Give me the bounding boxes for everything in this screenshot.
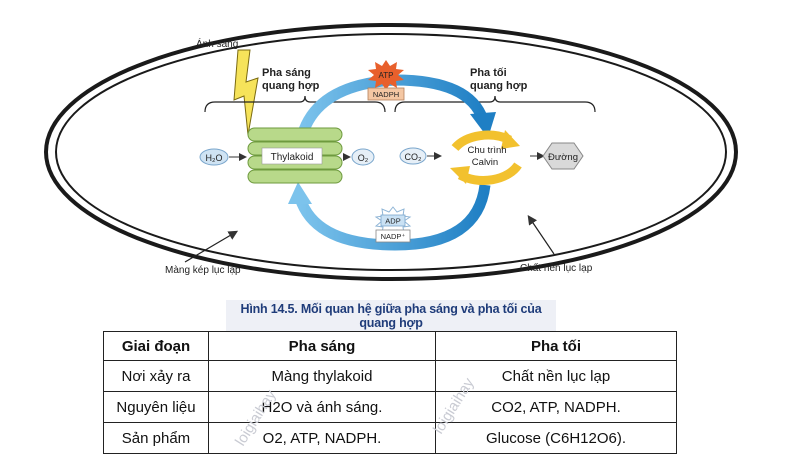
table-header: Pha tối [435, 331, 677, 361]
h2o-bubble [199, 148, 229, 166]
table-cell: Chất nền lục lạp [435, 360, 677, 392]
o2-bubble [351, 148, 375, 166]
table-cell: Glucose (C6H12O6). [435, 422, 677, 454]
table-row: Nguyên liệu H2O và ánh sáng. CO2, ATP, N… [103, 391, 677, 423]
membrane-label: Màng kép lục lạp [165, 265, 241, 276]
calvin-cycle [450, 130, 522, 185]
stroma-pointer [527, 215, 555, 255]
nadp-box [375, 229, 411, 243]
adp-label: ADP [385, 217, 400, 226]
h2o-label: H₂O [206, 153, 223, 163]
nadph-label: NADPH [373, 90, 399, 99]
table-cell: Sản phẩm [103, 422, 209, 454]
light-phase-title-1: Pha sáng [262, 67, 311, 79]
sugar-label: Đường [548, 152, 578, 163]
stroma-label: Chất nền lục lạp [520, 262, 593, 274]
thylakoid-label-box [261, 147, 323, 165]
dark-phase-title-2: quang hợp [470, 80, 528, 92]
calvin-label-2: Calvin [472, 157, 498, 168]
chloroplast-outer-membrane [44, 23, 738, 281]
chloroplast-inner-membrane [55, 33, 727, 271]
table-cell: Màng thylakoid [208, 360, 436, 392]
adp-return-arrow [294, 184, 491, 251]
table-header: Pha sáng [208, 331, 436, 361]
table-cell: Nơi xảy ra [103, 360, 209, 392]
table-header: Giai đoạn [103, 331, 209, 361]
o2-label: O₂ [358, 153, 369, 163]
atp-star-icon [368, 60, 404, 90]
light-phase-bracket [204, 95, 386, 113]
table-cell: H2O và ánh sáng. [208, 391, 436, 423]
calvin-label-1: Chu trình [467, 145, 506, 156]
light-phase-title-2: quang hợp [262, 80, 320, 92]
figure-caption: Hình 14.5. Mối quan hệ giữa pha sáng và … [226, 300, 556, 332]
photosynthesis-diagram: Ánh sáng Pha sáng quang hợp Pha tối quan… [44, 23, 738, 281]
comparison-table: Giai đoạn Pha sáng Pha tối Nơi xảy ra Mà… [103, 331, 677, 454]
sunlight-label: Ánh sáng [196, 37, 238, 50]
nadph-box [367, 87, 405, 101]
co2-label: CO₂ [405, 152, 423, 162]
dark-phase-bracket [394, 95, 596, 113]
sunlight-bolt-icon [233, 49, 259, 136]
table-cell: Nguyên liệu [103, 391, 209, 423]
dark-phase-title-1: Pha tối [470, 67, 507, 79]
table-row: Nơi xảy ra Màng thylakoid Chất nền lục l… [103, 360, 677, 392]
adp-return-arrowhead [288, 182, 312, 204]
nadp-label: NADP⁺ [381, 232, 406, 241]
co2-bubble [399, 147, 427, 165]
thylakoid-label: Thylakoid [271, 152, 314, 163]
membrane-pointer [184, 230, 239, 263]
atp-label: ATP [379, 71, 394, 80]
adp-box [380, 214, 406, 227]
table-cell: O2, ATP, NADPH. [208, 422, 436, 454]
table-cell: CO2, ATP, NADPH. [435, 391, 677, 423]
table-header-row: Giai đoạn Pha sáng Pha tối [103, 331, 677, 361]
table-row: Sản phẩm O2, ATP, NADPH. Glucose (C6H12O… [103, 422, 677, 454]
sugar-hexagon [542, 142, 584, 170]
